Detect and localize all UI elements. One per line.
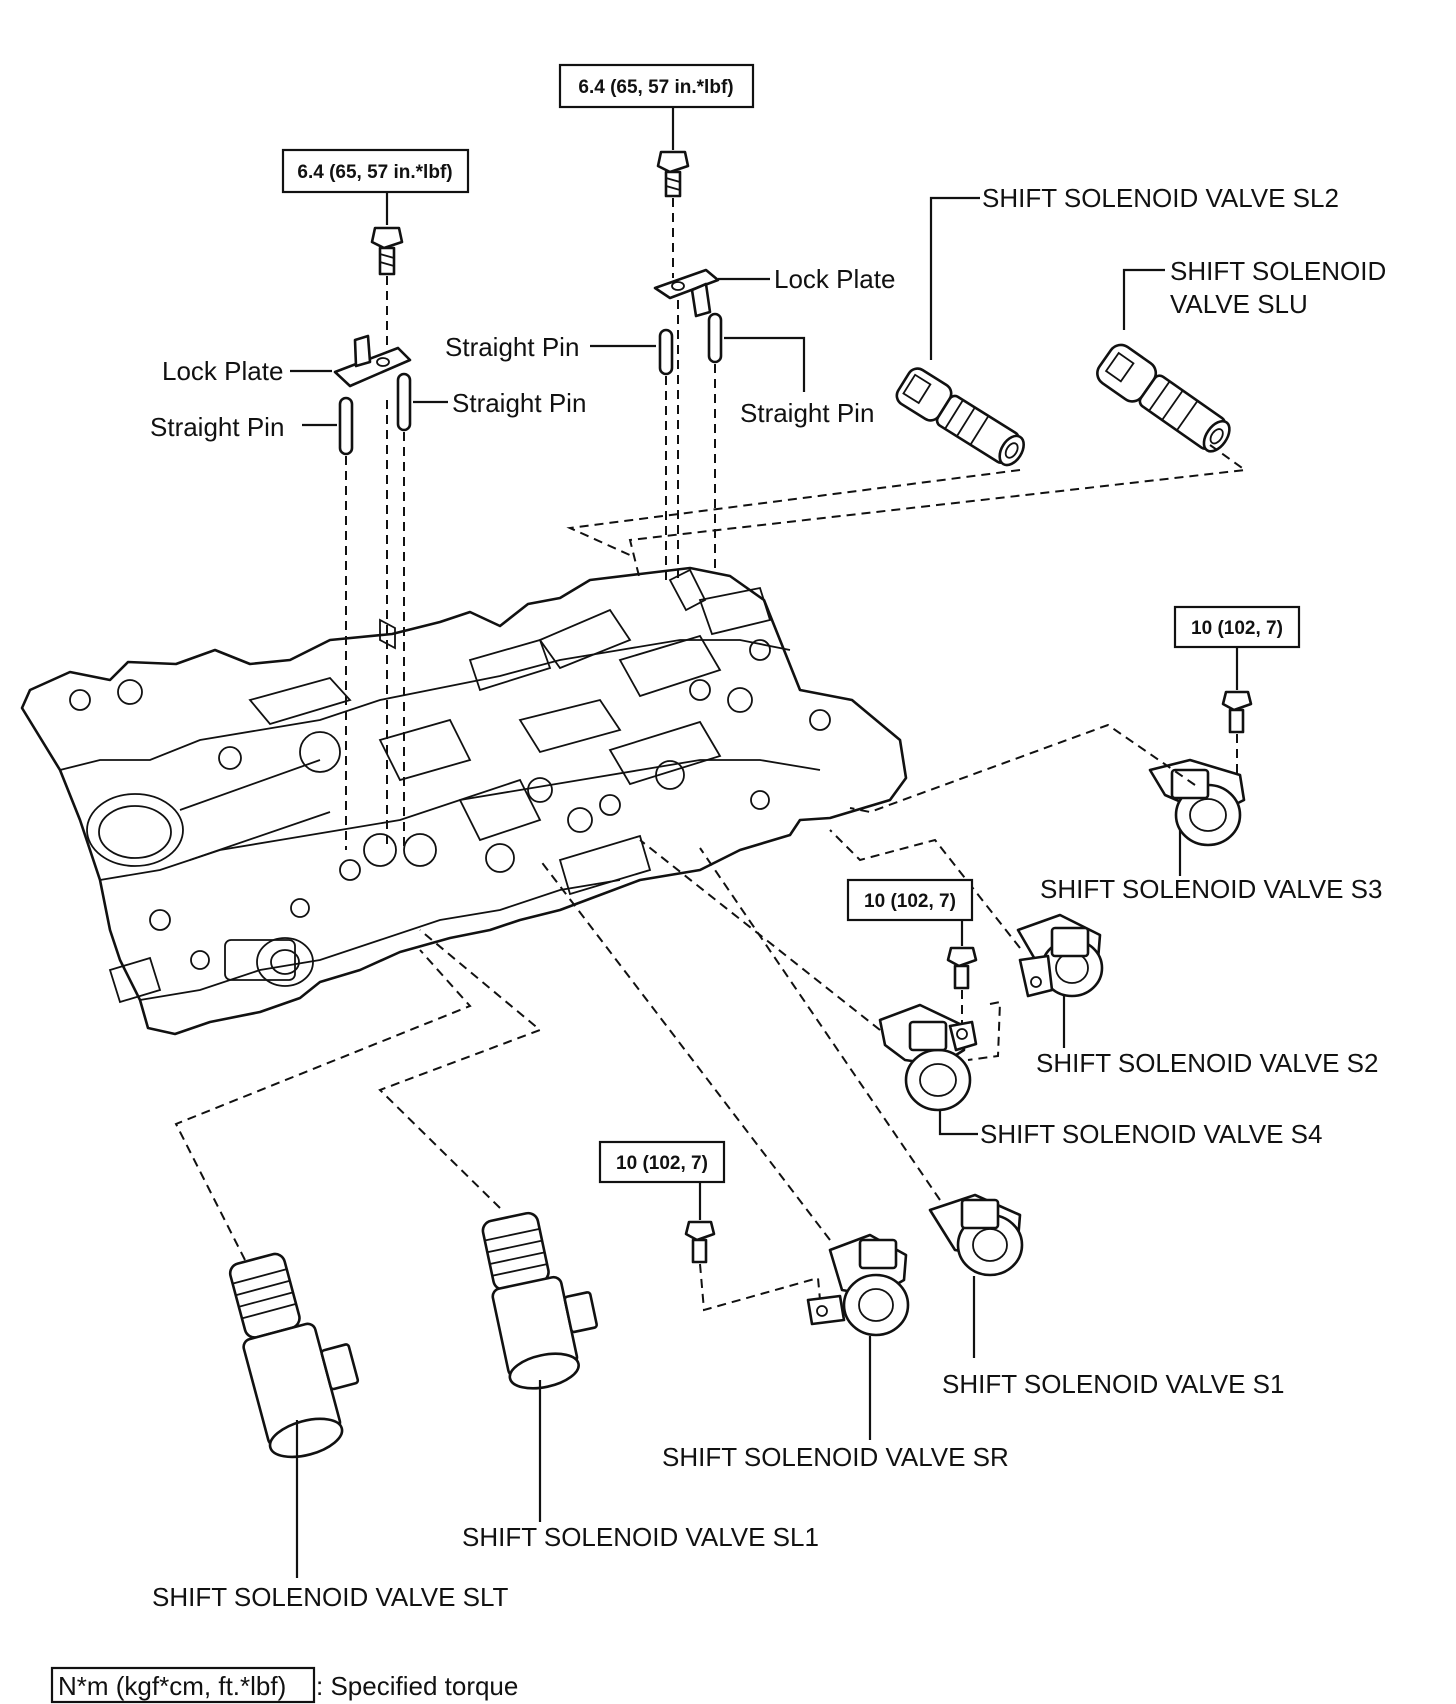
straight-pin-icon (707, 312, 723, 364)
slu-label-line2: VALVE SLU (1170, 289, 1308, 319)
torque-label-left-bolt: 6.4 (65, 57 in.*lbf) (297, 162, 452, 183)
legend: N*m (kgf*cm, ft.*lbf) : Specified torque (50, 1666, 518, 1704)
solenoid-slu: SHIFT SOLENOID VALVE SLU (628, 256, 1386, 581)
solenoid-s1: SHIFT SOLENOID VALVE S1 (699, 847, 1284, 1399)
lock-plate-right-icon (653, 268, 720, 318)
straight-pin-right-2-label: Straight Pin (740, 398, 874, 428)
bolt-icon (1221, 690, 1253, 734)
torque-box-s4 (846, 878, 974, 922)
s4-label: SHIFT SOLENOID VALVE S4 (980, 1119, 1322, 1149)
torque-box-sr (598, 1140, 726, 1184)
straight-pin-icon (396, 372, 412, 432)
lock-plate-left-label: Lock Plate (162, 356, 283, 386)
slt-label: SHIFT SOLENOID VALVE SLT (152, 1582, 509, 1612)
left-bolt-assembly: 6.4 (65, 57 in.*lbf) Lock Plate Straight… (150, 148, 586, 850)
sr-label: SHIFT SOLENOID VALVE SR (662, 1442, 1009, 1472)
torque-box-s3 (1173, 605, 1301, 649)
torque-label-s3: 10 (102, 7) (1191, 618, 1283, 639)
solenoid-s4: 10 (102, 7) SHIFT SOLENOID VALVE S4 (639, 839, 1322, 1149)
valve-body (20, 566, 908, 1036)
solenoid-s3: 10 (102, 7) SHIFT SOLENOID VALVE S3 (849, 605, 1382, 904)
s2-label: SHIFT SOLENOID VALVE S2 (1036, 1048, 1378, 1078)
solenoid-sl1: SHIFT SOLENOID VALVE SL1 (378, 929, 819, 1552)
bolt-icon (656, 150, 690, 198)
right-bolt-assembly: 6.4 (65, 57 in.*lbf) Lock Plate Straight… (445, 63, 895, 580)
lock-plate-left-icon (333, 334, 412, 388)
legend-unit-box (50, 1666, 316, 1704)
straight-pin-icon (658, 328, 674, 376)
torque-label-right-bolt: 6.4 (65, 57 in.*lbf) (578, 77, 733, 98)
lock-plate-right-label: Lock Plate (774, 264, 895, 294)
straight-pin-left-2-label: Straight Pin (452, 388, 586, 418)
bolt-icon (684, 1220, 716, 1264)
torque-box-right-bolt (558, 63, 755, 109)
bolt-icon (946, 946, 978, 990)
solenoid-sr: 10 (102, 7) SHIFT SOLENOID VALVE SR (539, 859, 1009, 1472)
torque-label-sr: 10 (102, 7) (616, 1153, 708, 1174)
torque-box-left-bolt (281, 148, 470, 194)
sl2-label: SHIFT SOLENOID VALVE SL2 (982, 183, 1339, 213)
s3-label: SHIFT SOLENOID VALVE S3 (1040, 874, 1382, 904)
legend-unit-text: N*m (kgf*cm, ft.*lbf) (58, 1671, 286, 1701)
slu-label-line1: SHIFT SOLENOID (1170, 256, 1386, 286)
legend-description: : Specified torque (316, 1671, 518, 1701)
straight-pin-icon (338, 396, 354, 456)
sl1-label: SHIFT SOLENOID VALVE SL1 (462, 1522, 819, 1552)
solenoid-slt: SHIFT SOLENOID VALVE SLT (152, 949, 509, 1612)
solenoid-s2: SHIFT SOLENOID VALVE S2 (829, 829, 1378, 1078)
s1-label: SHIFT SOLENOID VALVE S1 (942, 1369, 1284, 1399)
bolt-icon (370, 226, 404, 276)
torque-label-s4: 10 (102, 7) (864, 891, 956, 912)
solenoid-sl2: SHIFT SOLENOID VALVE SL2 (566, 183, 1339, 557)
straight-pin-left-1-label: Straight Pin (150, 412, 284, 442)
straight-pin-right-1-label: Straight Pin (445, 332, 579, 362)
